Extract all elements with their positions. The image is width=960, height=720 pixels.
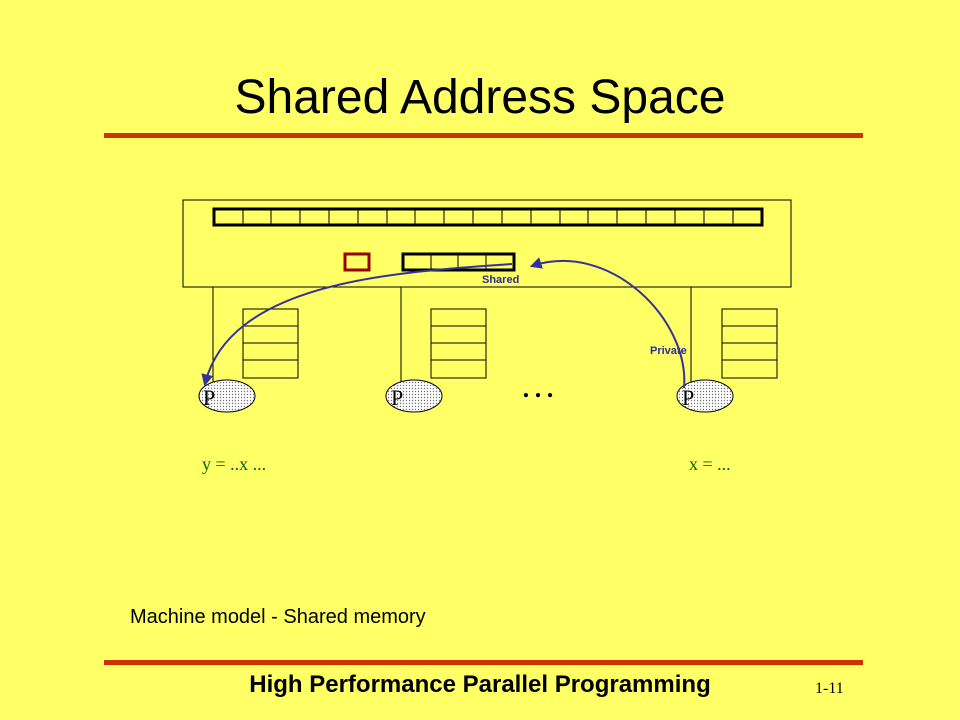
code-label-right: x = ... <box>689 454 731 474</box>
page-number: 1-11 <box>815 680 844 697</box>
highlighted-cell <box>343 252 371 272</box>
memory-block <box>182 199 792 288</box>
private-memory-1 <box>242 308 299 379</box>
title-divider <box>104 133 863 138</box>
code-label-left: y = ..x ... <box>202 454 266 474</box>
shared-array <box>212 207 764 227</box>
processor-2: P <box>385 379 443 413</box>
processor-2-label: P <box>391 385 403 410</box>
shared-label: Shared <box>482 274 519 286</box>
processor-1: P <box>198 379 256 413</box>
private-memory-2 <box>430 308 487 379</box>
slide-title: Shared Address Space <box>234 71 726 124</box>
processor-3: P <box>676 379 734 413</box>
more-processors-ellipsis: … <box>520 365 556 405</box>
slide-footer: High Performance Parallel Programming <box>249 671 711 698</box>
slide-caption: Machine model - Shared memory <box>130 606 426 628</box>
processor-1-label: P <box>203 385 215 410</box>
footer-divider <box>104 660 863 665</box>
processor-links <box>212 287 692 395</box>
write-arrow <box>529 257 686 389</box>
private-memory-3 <box>721 308 778 379</box>
read-arrow <box>201 263 513 387</box>
processor-3-label: P <box>682 385 694 410</box>
